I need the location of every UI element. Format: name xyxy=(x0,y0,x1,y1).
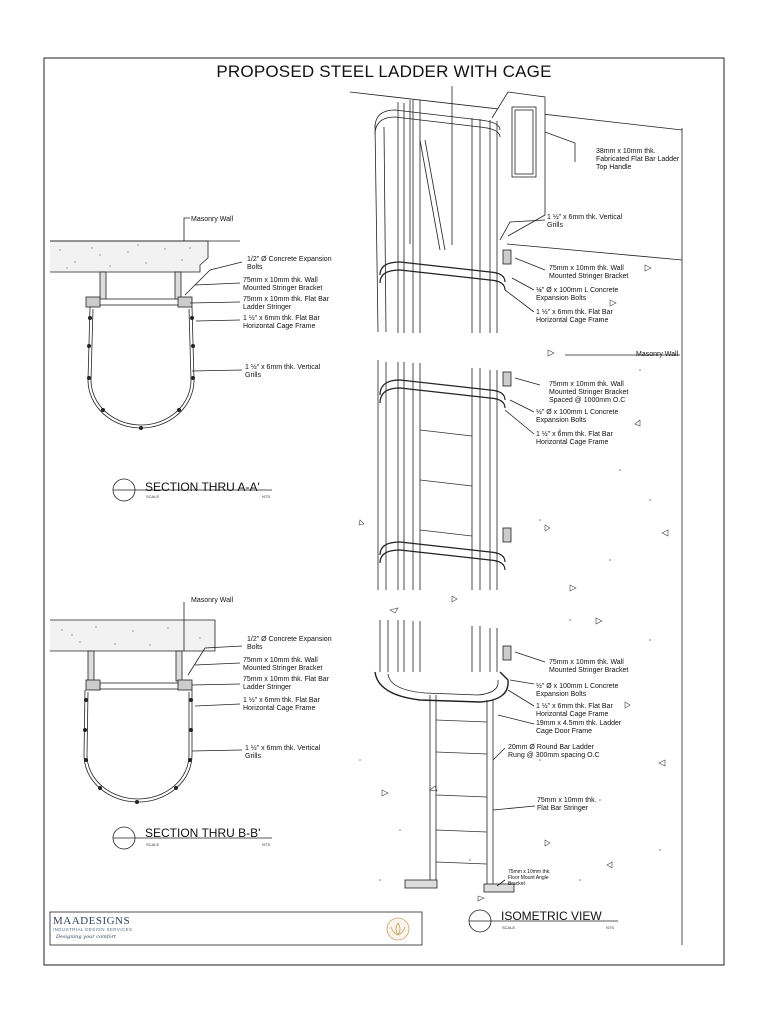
iso-bracket2-label: 75mm x 10mm thk. Wall Mounted Stringer B… xyxy=(549,381,629,404)
logo-name: MAADESIGNS xyxy=(53,915,131,927)
section-b-grills-label: 1 ½" x 6mm thk. Vertical Grills xyxy=(245,745,321,760)
section-a-bracket-label: 75mm x 10mm thk. Wall Mounted Stringer B… xyxy=(243,277,323,292)
section-b-tag xyxy=(112,826,272,850)
iso-vgrills-label: 1 ½" x 6mm thk. Vertical Grills xyxy=(547,214,623,229)
section-b-drawing xyxy=(50,602,243,804)
iso-frame2-label: 1 ½" x 6mm thk. Flat Bar Horizontal Cage… xyxy=(536,431,613,446)
section-b-nts: NTS xyxy=(262,842,270,847)
logo-subtitle: INDUSTRIAL DESIGN SERVICES xyxy=(53,927,133,932)
iso-floor-label: 75mm x 10mm thk. Floor Mount Angle Brack… xyxy=(508,869,551,887)
iso-handle-label: 38mm x 10mm thk. Fabricated Flat Bar Lad… xyxy=(596,148,680,171)
lotus-icon xyxy=(386,917,410,941)
iso-masonry-label: Masonry Wall xyxy=(636,351,679,358)
logo-tagline: Designing your comfort xyxy=(56,934,117,940)
title-block xyxy=(49,911,423,946)
iso-bracket3-label: 75mm x 10mm thk. Wall Mounted Stringer B… xyxy=(549,659,629,674)
isometric-tag xyxy=(468,909,618,933)
iso-nts: NTS xyxy=(606,925,614,930)
iso-flatbar-label: 75mm x 10mm thk. Flat Bar Stringer xyxy=(537,797,597,812)
iso-frame1-label: 1 ½" x 6mm thk. Flat Bar Horizontal Cage… xyxy=(536,309,613,324)
iso-rung-label: 20mm Ø Round Bar Ladder Rung @ 300mm spa… xyxy=(508,744,600,759)
section-b-stringer-label: 75mm x 10mm thk. Flat Bar Ladder Stringe… xyxy=(243,676,329,691)
section-a-tag xyxy=(112,478,272,502)
section-b-frame-label: 1 ½" x 6mm thk. Flat Bar Horizontal Cage… xyxy=(243,697,320,712)
section-a-drawing xyxy=(50,217,243,430)
iso-frame3-label: 1 ½" x 6mm thk. Flat Bar Horizontal Cage… xyxy=(536,703,613,718)
section-a-masonry-label: Masonry Wall xyxy=(191,216,234,223)
section-b-scale: SCALE xyxy=(146,842,160,847)
section-b-masonry-label: Masonry Wall xyxy=(191,597,234,604)
section-a-frame-label: 1 ½" x 6mm thk. Flat Bar Horizontal Cage… xyxy=(243,315,320,330)
iso-title: ISOMETRIC VIEW xyxy=(501,909,602,923)
section-b-bracket-label: 75mm x 10mm thk. Wall Mounted Stringer B… xyxy=(243,657,323,672)
section-b-title: SECTION THRU B-B' xyxy=(145,826,261,840)
section-a-nts: NTS xyxy=(262,494,270,499)
iso-bracket1-label: 75mm x 10mm thk. Wall Mounted Stringer B… xyxy=(549,265,629,280)
section-a-stringer-label: 75mm x 10mm thk. Flat Bar Ladder Stringe… xyxy=(243,296,329,311)
iso-anchor1-label: ½" Ø x 100mm L Concrete Expansion Bolts xyxy=(536,287,619,302)
iso-door-label: 19mm x 4.5mm thk. Ladder Cage Door Frame xyxy=(536,720,622,735)
iso-scale: SCALE xyxy=(502,925,516,930)
sheet-border xyxy=(43,57,725,966)
section-a-title: SECTION THRU A-A' xyxy=(145,480,260,494)
drawing-title: PROPOSED STEEL LADDER WITH CAGE xyxy=(216,62,552,81)
section-a-grills-label: 1 ½" x 6mm thk. Vertical Grills xyxy=(245,364,321,379)
section-b-bolts-label: 1/2" Ø Concrete Expansion Bolts xyxy=(247,636,332,651)
section-a-scale: SCALE xyxy=(146,494,160,499)
iso-anchor3-label: ½" Ø x 100mm L Concrete Expansion Bolts xyxy=(536,683,619,698)
iso-anchor2-label: ½" Ø x 100mm L Concrete Expansion Bolts xyxy=(536,409,619,424)
isometric-drawing xyxy=(349,86,683,945)
section-a-bolts-label: 1/2" Ø Concrete Expansion Bolts xyxy=(247,256,332,271)
